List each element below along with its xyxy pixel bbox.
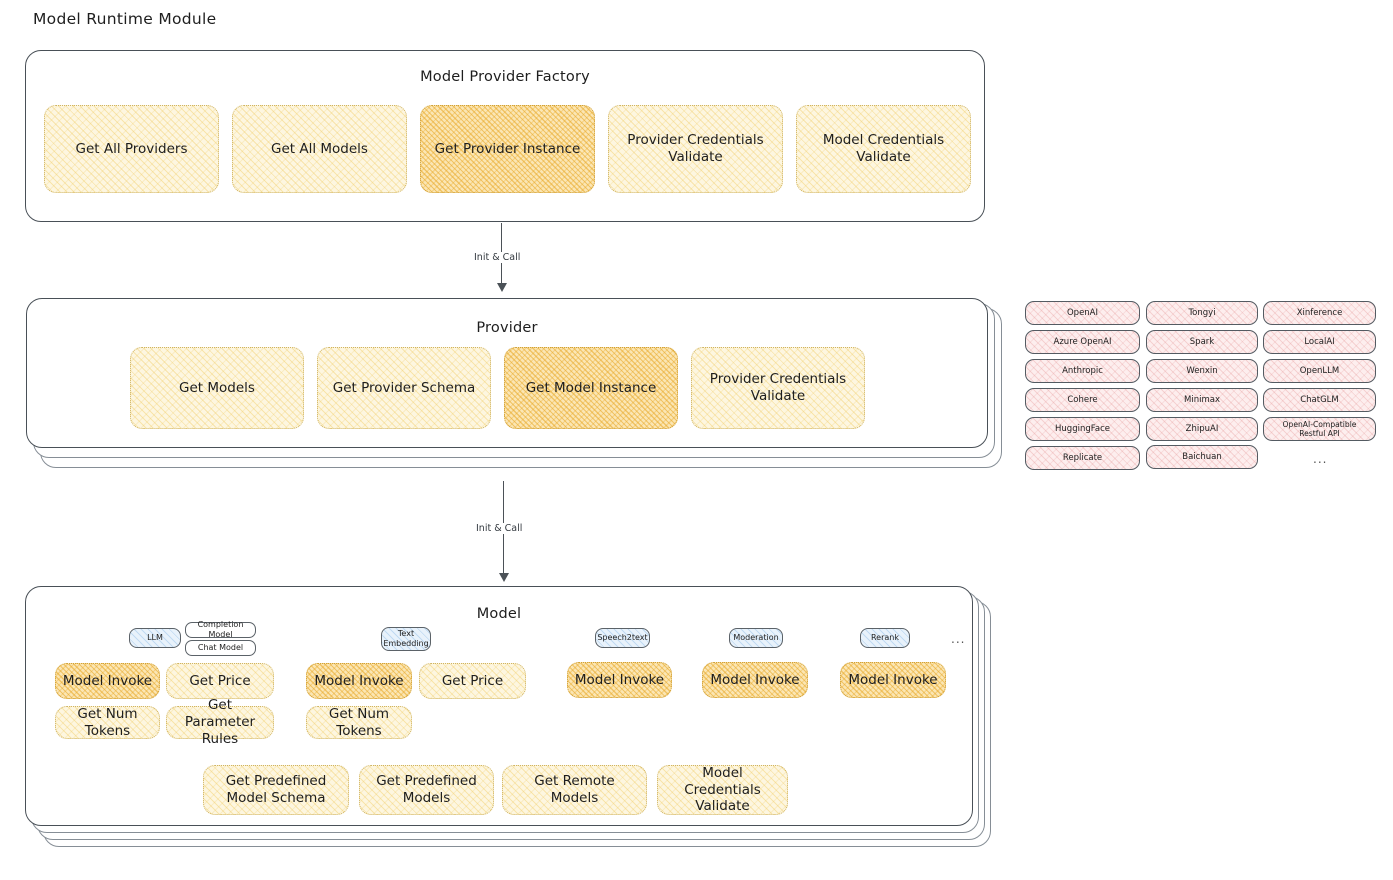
model-card: Model	[25, 586, 973, 826]
node-get-provider-schema[interactable]: Get Provider Schema	[317, 347, 491, 429]
provider-pill-spark[interactable]: Spark	[1146, 330, 1258, 354]
model-types-ellipsis: ...	[951, 632, 966, 646]
node-model-credentials-validate-2[interactable]: Model Credentials Validate	[657, 765, 788, 815]
node-moderation-model-invoke[interactable]: Model Invoke	[702, 662, 808, 698]
badge-rerank[interactable]: Rerank	[860, 628, 910, 648]
provider-pill-anthropic[interactable]: Anthropic	[1025, 359, 1140, 383]
badge-llm[interactable]: LLM	[129, 628, 181, 648]
node-get-predefined-model-schema[interactable]: Get Predefined Model Schema	[203, 765, 349, 815]
node-provider-credentials-validate[interactable]: Provider Credentials Validate	[608, 105, 783, 193]
node-text-embedding-get-price[interactable]: Get Price	[419, 663, 526, 699]
node-text-embedding-get-num-tokens[interactable]: Get Num Tokens	[306, 706, 412, 739]
provider-pill-openllm[interactable]: OpenLLM	[1263, 359, 1376, 383]
node-model-credentials-validate[interactable]: Model Credentials Validate	[796, 105, 971, 193]
node-llm-get-num-tokens[interactable]: Get Num Tokens	[55, 706, 160, 739]
node-llm-get-parameter-rules[interactable]: Get Parameter Rules	[166, 697, 274, 747]
node-get-remote-models[interactable]: Get Remote Models	[502, 765, 647, 815]
node-get-models[interactable]: Get Models	[130, 347, 304, 429]
provider-pill-minimax[interactable]: Minimax	[1146, 388, 1258, 412]
badge-completion-model[interactable]: Completion Model	[185, 620, 256, 639]
provider-pill-huggingface[interactable]: HuggingFace	[1025, 417, 1140, 441]
node-text-embedding-model-invoke[interactable]: Model Invoke	[306, 663, 412, 699]
provider-pill-openai-compatible-restful-api[interactable]: OpenAI-Compatible Restful API	[1263, 417, 1376, 441]
provider-pill-chatglm[interactable]: ChatGLM	[1263, 388, 1376, 412]
node-llm-get-price[interactable]: Get Price	[166, 663, 274, 699]
arrow-provider-to-model-label: Init & Call	[472, 523, 527, 534]
badge-moderation[interactable]: Moderation	[729, 628, 783, 648]
node-provider-credentials-validate-2[interactable]: Provider Credentials Validate	[691, 347, 865, 429]
node-get-model-instance[interactable]: Get Model Instance	[504, 347, 678, 429]
provider-pill-azure-openai[interactable]: Azure OpenAI	[1025, 330, 1140, 354]
arrow-factory-to-provider-label: Init & Call	[470, 252, 525, 263]
provider-pill-cohere[interactable]: Cohere	[1025, 388, 1140, 412]
badge-speech2text[interactable]: Speech2text	[595, 628, 650, 648]
provider-pill-xinference[interactable]: Xinference	[1263, 301, 1376, 325]
arrow-factory-to-provider-head	[497, 283, 507, 292]
node-llm-model-invoke[interactable]: Model Invoke	[55, 663, 160, 699]
badge-text-embedding[interactable]: Text Embedding	[381, 627, 431, 651]
arrow-provider-to-model-head	[499, 573, 509, 582]
provider-pill-zhipuai[interactable]: ZhipuAI	[1146, 417, 1258, 441]
provider-pill-wenxin[interactable]: Wenxin	[1146, 359, 1258, 383]
provider-pill-openai[interactable]: OpenAI	[1025, 301, 1140, 325]
node-speech2text-model-invoke[interactable]: Model Invoke	[567, 662, 672, 698]
provider-pill-tongyi[interactable]: Tongyi	[1146, 301, 1258, 325]
model-provider-factory-title: Model Provider Factory	[420, 69, 590, 85]
node-get-provider-instance[interactable]: Get Provider Instance	[420, 105, 595, 193]
provider-list-ellipsis: ...	[1313, 452, 1328, 466]
node-rerank-model-invoke[interactable]: Model Invoke	[840, 662, 946, 698]
badge-chat-model[interactable]: Chat Model	[185, 640, 256, 656]
node-get-all-models[interactable]: Get All Models	[232, 105, 407, 193]
node-get-predefined-models[interactable]: Get Predefined Models	[359, 765, 494, 815]
provider-pill-localai[interactable]: LocalAI	[1263, 330, 1376, 354]
provider-pill-baichuan[interactable]: Baichuan	[1146, 445, 1258, 469]
node-get-all-providers[interactable]: Get All Providers	[44, 105, 219, 193]
provider-title: Provider	[476, 320, 538, 336]
page-title: Model Runtime Module	[33, 10, 217, 28]
model-title: Model	[476, 606, 522, 622]
provider-pill-replicate[interactable]: Replicate	[1025, 446, 1140, 470]
